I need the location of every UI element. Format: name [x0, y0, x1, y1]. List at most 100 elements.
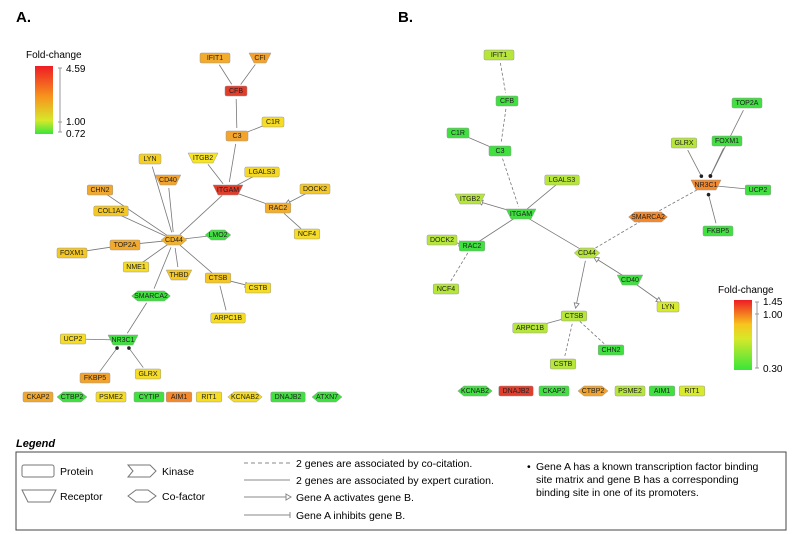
net-a-node-chn2: CHN2	[86, 184, 114, 196]
net-a-edge-smarca2-nr3c1	[126, 302, 148, 334]
net-a-node-shape-col1a2	[93, 205, 129, 217]
net-a-node-cstb: CSTB	[244, 282, 272, 294]
net-a-node-shape-chn2	[86, 184, 114, 196]
net-b-edge-itgam-rac2	[478, 218, 515, 242]
net-a-node-cfb: CFB	[224, 85, 248, 97]
net-b-node-shape-cfb	[495, 95, 519, 107]
net-a-edge-cd40-cd44	[168, 187, 174, 233]
net-b-node-itgam: ITGAM	[505, 208, 537, 220]
net-a-node-shape-cfb	[224, 85, 248, 97]
net-a-node-label-nr3c1: NR3C1	[112, 337, 135, 344]
legend: Legend Protein Receptor Kinase Co-factor…	[15, 438, 787, 531]
net-b-node-ckap2: CKAP2	[538, 385, 570, 397]
scale-a-gradient	[35, 66, 53, 134]
net-b-node-arpc1b: ARPC1B	[512, 322, 548, 334]
net-b-node-dock2: DOCK2	[426, 234, 458, 246]
net-b-node-lgals3: LGALS3	[544, 174, 580, 186]
net-a-node-shape-ifit1	[199, 52, 231, 64]
net-a-node-shape-psme2	[95, 391, 127, 403]
net-a-node-ifit1: IFIT1	[199, 52, 231, 64]
legend-bullet-icon: •	[527, 461, 531, 473]
net-a-edge-cd44-smarca2	[153, 247, 172, 289]
net-b-node-shape-fkbp5	[702, 225, 734, 237]
net-b-node-shape-foxm1	[711, 135, 743, 147]
net-a-node-shape-arpc1b	[210, 312, 246, 324]
net-a-node-shape-ckap2	[22, 391, 54, 403]
net-a-node-label-rit1: RIT1	[201, 394, 216, 401]
net-a-node-dock2: DOCK2	[299, 183, 331, 195]
net-b-node-cd40: CD40	[616, 274, 644, 286]
net-b-node-itgb2: ITGB2	[454, 193, 486, 205]
net-b-node-shape-cd44	[573, 247, 601, 259]
net-a-node-shape-itgb2	[187, 152, 219, 164]
net-a-node-label-foxm1: FOXM1	[60, 250, 84, 257]
net-a-node-shape-lyn	[138, 153, 162, 165]
net-b-node-dnajb2: DNAJB2	[498, 385, 534, 397]
net-a-node-label-cytip: CYTIP	[139, 394, 160, 401]
net-b-node-shape-cd40	[616, 274, 644, 286]
net-b-node-label-chn2: CHN2	[601, 347, 620, 354]
net-a-node-shape-cstb	[244, 282, 272, 294]
legend-activates-arrow-icon	[285, 493, 292, 501]
net-a-node-label-ctsb: CTSB	[209, 275, 228, 282]
scale-b-title: Fold-change	[718, 285, 774, 296]
net-b-node-shape-ucp2	[744, 184, 772, 196]
net-a-node-label-cd40: CD40	[159, 177, 177, 184]
net-a-node-shape-aim1	[165, 391, 193, 403]
net-b-node-label-dnajb2: DNAJB2	[503, 388, 530, 395]
net-a-node-shape-atxn7	[311, 391, 343, 403]
net-b-node-label-c1r: C1R	[451, 130, 465, 137]
net-b-edge-smarca2-cd44	[593, 220, 642, 250]
net-b-node-kcnab2: KCNAB2	[457, 385, 493, 397]
net-b-edge-rac2-ncf4	[449, 252, 469, 283]
net-a-node-label-ctbp2: CTBP2	[61, 394, 84, 401]
net-b-node-chn2: CHN2	[597, 344, 625, 356]
net-a-node-label-ncf4: NCF4	[298, 231, 316, 238]
scale-a-tick-mid: 1.00	[66, 117, 86, 128]
net-a-node-shape-dnajb2	[270, 391, 306, 403]
net-b-node-label-ctbp2: CTBP2	[582, 388, 605, 395]
legend-protein-label: Protein	[60, 466, 93, 478]
net-a-node-foxm1: FOXM1	[56, 247, 88, 259]
net-a-node-shape-smarca2	[131, 290, 171, 302]
net-b-tfbs-dot-icon-nr3c1-glrx	[699, 174, 704, 178]
net-b-node-label-ncf4: NCF4	[437, 286, 455, 293]
net-a-node-shape-itgam	[212, 184, 244, 196]
scale-b-tick-min: 0.30	[763, 364, 783, 375]
net-a-node-lyn: LYN	[138, 153, 162, 165]
legend-kinase-label: Kinase	[162, 466, 194, 478]
net-a-node-shape-nr3c1	[107, 334, 139, 346]
net-a-node-label-ckap2: CKAP2	[27, 394, 50, 401]
net-a-node-label-fkbp5: FKBP5	[84, 375, 106, 382]
net-a-node-nme1: NME1	[122, 261, 150, 273]
net-a-node-label-cfi: CFI	[254, 55, 265, 62]
net-b-node-ucp2: UCP2	[744, 184, 772, 196]
net-a-node-smarca2: SMARCA2	[131, 290, 171, 302]
net-a-edge-lgals3-itgam	[234, 175, 256, 187]
net-a-node-shape-cfi	[248, 52, 272, 64]
scale-b-gradient	[734, 300, 752, 370]
net-a-node-lgals3: LGALS3	[244, 166, 280, 178]
net-a-node-shape-ncf4	[293, 228, 321, 240]
net-a-node-label-nme1: NME1	[126, 264, 146, 271]
net-a-edge-itgb2-itgam	[207, 164, 224, 184]
net-a-node-label-glrx: GLRX	[138, 371, 157, 378]
legend-kinase-shape	[126, 464, 157, 478]
net-b-node-label-ucp2: UCP2	[749, 187, 768, 194]
legend-cofactor-shape	[127, 489, 157, 503]
net-b-node-foxm1: FOXM1	[711, 135, 743, 147]
net-a-node-label-smarca2: SMARCA2	[134, 293, 168, 300]
net-b-edge-cd44-ctsb	[575, 260, 586, 309]
net-a-node-shape-top2a	[109, 239, 141, 251]
net-a-node-shape-thbd	[165, 269, 193, 281]
panel-b-label: B.	[398, 9, 413, 26]
net-b-node-ctsb: CTSB	[560, 310, 588, 322]
net-b-node-psme2: PSME2	[614, 385, 646, 397]
net-a-node-label-cd44: CD44	[165, 237, 183, 244]
net-b-node-shape-rac2	[458, 240, 486, 252]
net-b-arrow-icon-cd40-cd44	[593, 256, 601, 263]
legend-tfbs-line1: Gene A has a known transcription factor …	[536, 461, 759, 473]
net-b-edge-ifit1-cfb	[499, 62, 507, 94]
net-a-node-ncf4: NCF4	[293, 228, 321, 240]
net-b-node-shape-rit1	[678, 385, 706, 397]
